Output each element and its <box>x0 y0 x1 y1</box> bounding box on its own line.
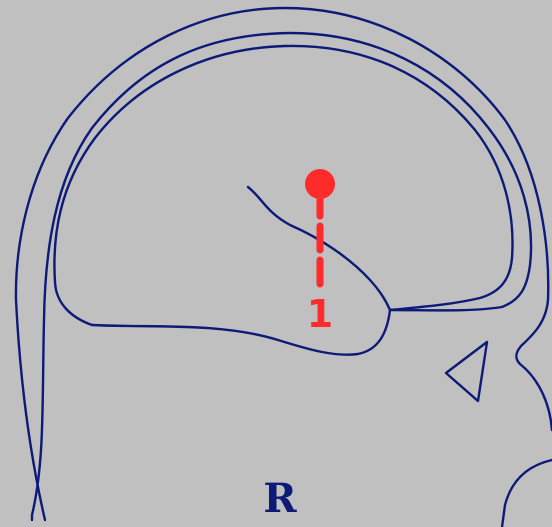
skull-outline <box>32 33 531 520</box>
eye-outline <box>446 342 487 401</box>
marker-number: 1 <box>307 292 333 336</box>
nose-outline <box>502 460 552 527</box>
marker-group: 1 <box>305 169 335 336</box>
brain-outline <box>54 46 512 325</box>
temporal-lobe-outline <box>92 310 390 355</box>
scalp-outline <box>16 8 552 520</box>
head-outline-group <box>16 8 552 527</box>
side-label: R <box>263 475 297 522</box>
